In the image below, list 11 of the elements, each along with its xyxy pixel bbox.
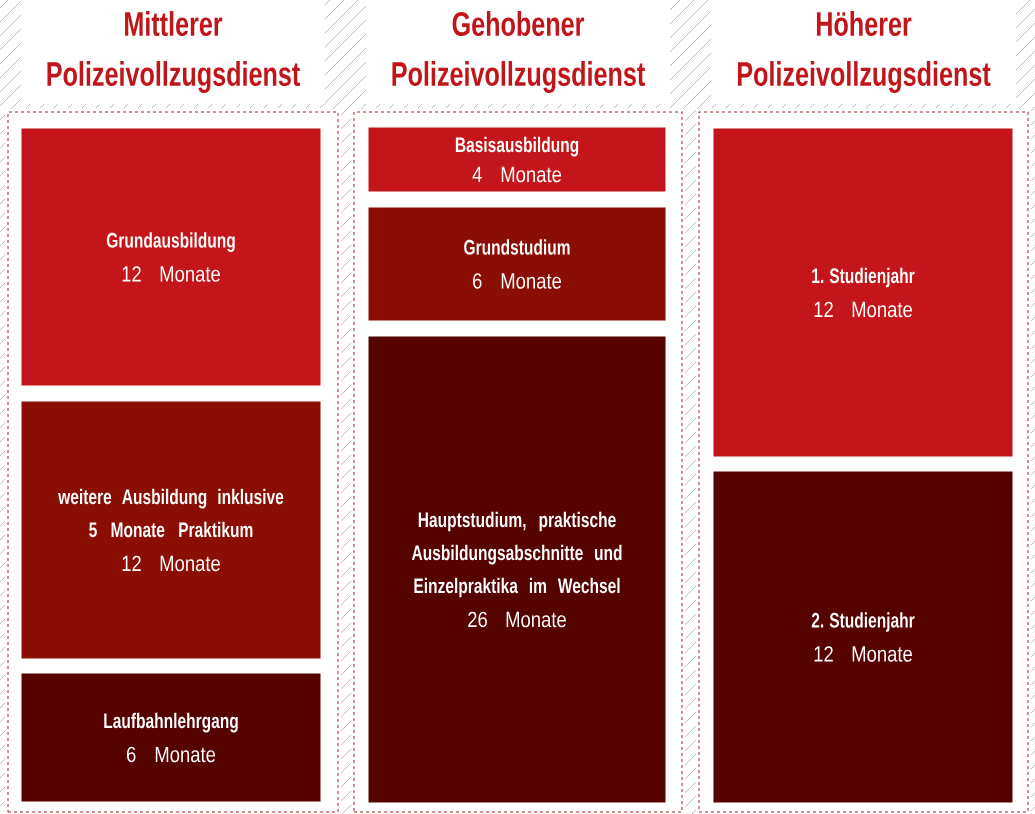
stage-box: 2. Studienjahr 12 Monate bbox=[713, 471, 1013, 803]
stage-box: Laufbahnlehrgang 6 Monate bbox=[21, 673, 321, 802]
stage-box: 1. Studienjahr 12 Monate bbox=[713, 128, 1013, 457]
column-heading: Höherer Polizeivollzugsdienst bbox=[714, 7, 1013, 97]
stage-box: Hauptstudium, praktische Ausbildungsabschnitte und Einzelpraktika im Wechsel 26 Monate bbox=[368, 336, 666, 803]
stage-box: Grundausbildung 12 Monate bbox=[21, 128, 321, 386]
stage-box: weitere Ausbildung inklusive 5 Monate Praktikum 12 Monate bbox=[21, 401, 321, 659]
column-heading: Mittlerer Polizeivollzugsdienst bbox=[24, 7, 322, 97]
stage-box: Basisausbildung 4 Monate bbox=[368, 127, 666, 192]
column-heading: Gehobener Polizeivollzugsdienst bbox=[369, 7, 667, 97]
stage-box: Grundstudium 6 Monate bbox=[368, 207, 666, 321]
